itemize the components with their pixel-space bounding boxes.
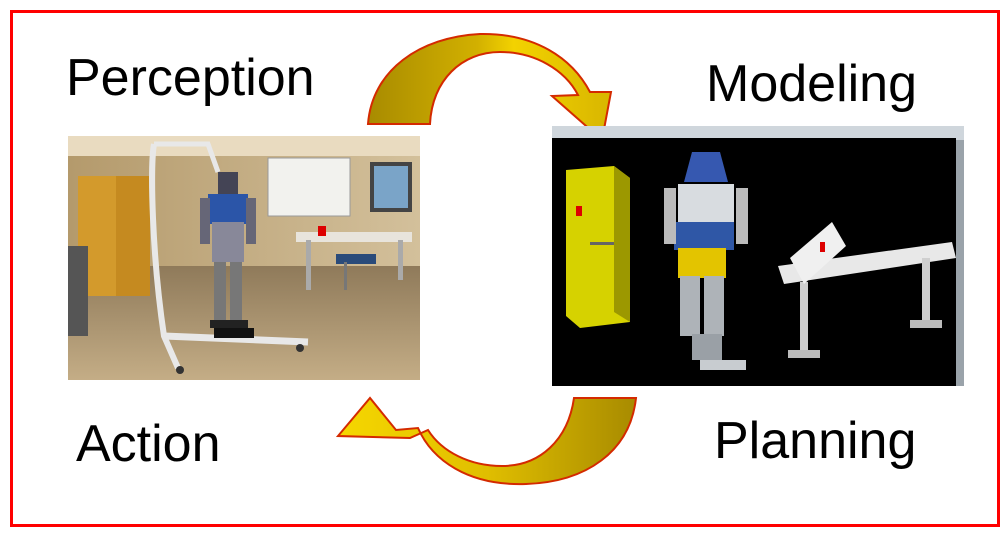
3d-robot-simulation <box>552 126 964 386</box>
humanoid-robot-photo <box>68 136 420 380</box>
action-label: Action <box>76 415 221 473</box>
bottom-arrow-shape <box>335 396 638 486</box>
modeling-label: Modeling <box>706 55 918 113</box>
top-arrow-shape <box>366 32 613 142</box>
planning-label: Planning <box>714 412 917 470</box>
perception-label: Perception <box>66 49 315 107</box>
